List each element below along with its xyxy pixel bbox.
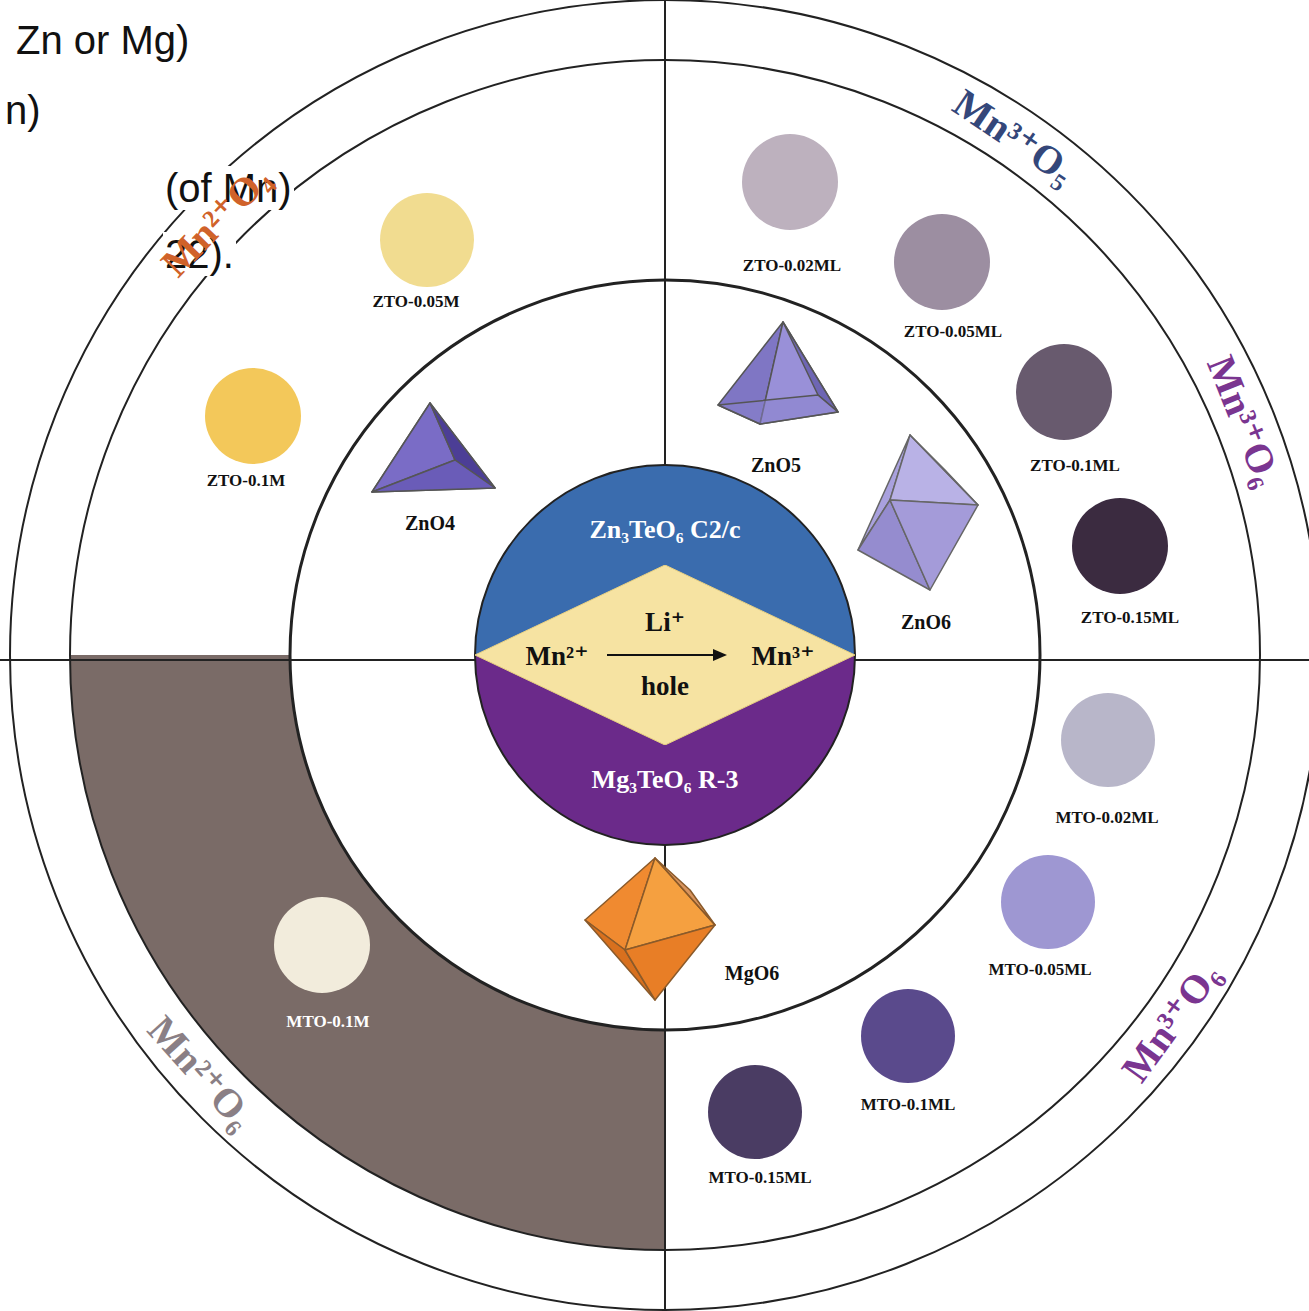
sample-label: MTO-0.15ML bbox=[708, 1169, 811, 1188]
sample-label: MTO-0.1ML bbox=[861, 1096, 956, 1115]
process-diamond: Mn²⁺ Li⁺ hole Mn³⁺ bbox=[475, 565, 855, 745]
zno5-polyhedron bbox=[718, 322, 838, 424]
sample-label: ZTO-0.15ML bbox=[1081, 609, 1179, 628]
central-circle bbox=[470, 460, 860, 850]
node-text: Mg₃TeO₆ R-3 bbox=[592, 766, 739, 795]
polyhedron-label: ZnO4 bbox=[405, 512, 455, 534]
node-text: Mn³⁺ bbox=[752, 642, 815, 672]
ring-title: Mn³⁺O₅ bbox=[945, 81, 1083, 194]
node-text: Li⁺ bbox=[645, 608, 685, 638]
outer-ring bbox=[10, 0, 1309, 1310]
reaction-arrow bbox=[607, 654, 719, 656]
inner-ring bbox=[475, 465, 855, 845]
arrow-head bbox=[713, 649, 727, 661]
upper-half-band: Zn₃TeO₆ C2/c bbox=[500, 505, 830, 555]
sample-label: ZTO-0.1M bbox=[207, 472, 286, 491]
sample-label: ZTO-0.05ML bbox=[904, 323, 1002, 342]
sample-label: ZTO-0.1ML bbox=[1030, 457, 1120, 476]
sample-label: ZTO-0.05M bbox=[372, 293, 459, 312]
polyhedron-label: MgO6 bbox=[725, 962, 779, 984]
polyhedron-label: ZnO5 bbox=[751, 454, 801, 476]
overlay-text: n) bbox=[3, 88, 43, 132]
polyhedron-label: ZnO6 bbox=[901, 611, 951, 633]
overlay-text: Zn or Mg) bbox=[14, 18, 191, 62]
sample-label: MTO-0.05ML bbox=[988, 961, 1091, 980]
node-text: Zn₃TeO₆ C2/c bbox=[589, 516, 740, 545]
mgo6-octahedron bbox=[585, 858, 715, 1000]
zno6-octahedron bbox=[858, 435, 978, 590]
node-text: hole bbox=[641, 672, 689, 702]
node-text: Mn²⁺ bbox=[526, 642, 589, 672]
sample-disks bbox=[205, 134, 1168, 1159]
sample-label: MTO-0.02ML bbox=[1055, 809, 1158, 828]
sample-label: MTO-0.1M bbox=[286, 1013, 369, 1032]
title-ring bbox=[70, 60, 1260, 1250]
middle-ring bbox=[290, 280, 1040, 1030]
lower-half-band: Mg₃TeO₆ R-3 bbox=[500, 755, 830, 805]
zno4-tetrahedron bbox=[372, 403, 495, 492]
sample-label: ZTO-0.02ML bbox=[743, 257, 841, 276]
